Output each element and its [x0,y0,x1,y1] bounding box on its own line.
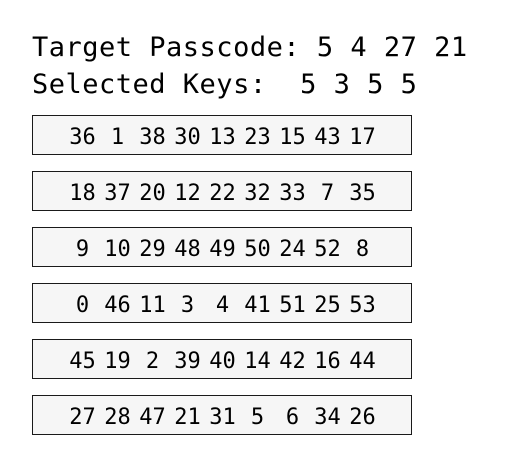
keypad-key[interactable]: 23 [244,125,271,150]
keypad-key[interactable]: 15 [279,125,306,150]
keypad-key[interactable]: 44 [349,349,376,374]
keypad-key[interactable]: 30 [174,125,201,150]
keypad-key[interactable]: 19 [104,349,131,374]
keypad-key[interactable]: 25 [314,293,341,318]
keypad-key[interactable]: 8 [355,237,370,262]
keypad-row: 36 1 38 30 13 23 15 43 17 [32,115,412,155]
keypad-key[interactable]: 42 [279,349,306,374]
keypad-key[interactable]: 34 [314,405,341,430]
keypad-row: 9 10 29 48 49 50 24 52 8 [32,227,412,267]
keypad-key[interactable]: 16 [314,349,341,374]
keypad-key[interactable]: 31 [209,405,236,430]
keypad-key[interactable]: 18 [69,181,96,206]
keypad-key[interactable]: 22 [209,181,236,206]
keypad-key[interactable]: 0 [75,293,90,318]
keypad-key[interactable]: 17 [349,125,376,150]
keypad-key[interactable]: 50 [244,237,271,262]
keypad-key[interactable]: 36 [69,125,96,150]
keypad-key[interactable]: 3 [180,293,195,318]
keypad-row: 45 19 2 39 40 14 42 16 44 [32,339,412,379]
keypad-key[interactable]: 12 [174,181,201,206]
keypad-key[interactable]: 52 [314,237,341,262]
keypad-key[interactable]: 41 [244,293,271,318]
keypad-key[interactable]: 6 [285,405,300,430]
keypad-key[interactable]: 26 [349,405,376,430]
target-passcode-value: 5 4 27 21 [316,32,468,63]
keypad-key[interactable]: 4 [215,293,230,318]
keypad-key[interactable]: 38 [139,125,166,150]
keypad-key[interactable]: 14 [244,349,271,374]
keypad-key[interactable]: 32 [244,181,271,206]
keypad-key[interactable]: 24 [279,237,306,262]
keypad-key[interactable]: 35 [349,181,376,206]
keypad-key[interactable]: 39 [174,349,201,374]
keypad-key[interactable]: 1 [110,125,125,150]
keypad-key[interactable]: 11 [139,293,166,318]
keypad-key[interactable]: 33 [279,181,306,206]
keypad-key[interactable]: 29 [139,237,166,262]
keypad-key[interactable]: 10 [104,237,131,262]
keypad-key[interactable]: 49 [209,237,236,262]
selected-keys-label: Selected Keys: [32,69,267,100]
keypad-key[interactable]: 40 [209,349,236,374]
selected-keys-value: 5 3 5 5 [300,69,418,100]
keypad-key[interactable]: 48 [174,237,201,262]
keypad-key[interactable]: 51 [279,293,306,318]
keypad-key[interactable]: 27 [69,405,96,430]
keypad-key[interactable]: 21 [174,405,201,430]
keypad-row: 18 37 20 12 22 32 33 7 35 [32,171,412,211]
selected-keys-line: Selected Keys: 5 3 5 5 [32,69,417,101]
keypad-key[interactable]: 20 [139,181,166,206]
keypad-key[interactable]: 5 [250,405,265,430]
keypad-key[interactable]: 7 [320,181,335,206]
keypad-key[interactable]: 28 [104,405,131,430]
target-passcode-label: Target Passcode: [32,32,301,63]
target-passcode-line: Target Passcode: 5 4 27 21 [32,32,468,64]
keypad-key[interactable]: 53 [349,293,376,318]
keypad-key[interactable]: 45 [69,349,96,374]
keypad-key[interactable]: 47 [139,405,166,430]
keypad-key[interactable]: 46 [104,293,131,318]
keypad-key[interactable]: 37 [104,181,131,206]
keypad-key[interactable]: 43 [314,125,341,150]
keypad-key[interactable]: 2 [145,349,160,374]
keypad-key[interactable]: 9 [75,237,90,262]
keypad-key[interactable]: 13 [209,125,236,150]
